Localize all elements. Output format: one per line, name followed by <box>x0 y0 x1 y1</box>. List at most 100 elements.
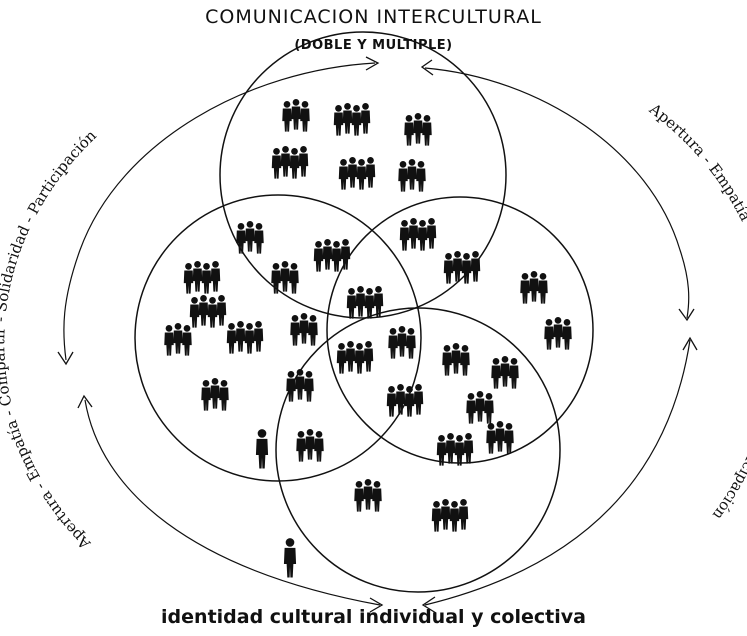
person-icon <box>280 145 291 177</box>
person-group <box>486 420 514 454</box>
person-icon <box>280 260 290 292</box>
person-icon <box>509 357 519 389</box>
person-icon <box>313 240 324 272</box>
person-icon <box>289 262 299 294</box>
person-icon <box>544 318 554 350</box>
person-icon <box>388 327 398 359</box>
person-icon <box>466 392 476 424</box>
bottom-label: identidad cultural individual y colectiv… <box>161 606 586 628</box>
outer-arc-bottom-left <box>84 399 381 606</box>
person-icon <box>207 296 218 328</box>
side-label-left: Apertura - Empatía - Compartir - Solidar… <box>0 126 100 553</box>
outer-arc-top-right <box>424 67 690 319</box>
arrowhead-bottom-left <box>369 597 384 613</box>
person-group <box>226 320 264 354</box>
person-icon <box>445 432 456 464</box>
person-icon <box>463 432 474 464</box>
person-icon <box>529 270 539 302</box>
person-icon <box>244 322 255 354</box>
outer-cycle <box>63 62 691 606</box>
person-icon <box>298 145 309 177</box>
person-group <box>282 98 310 132</box>
person-icon <box>491 357 501 389</box>
person-icon <box>271 147 282 179</box>
person-icon <box>399 219 410 251</box>
person-icon <box>201 262 212 294</box>
person-icon <box>562 318 572 350</box>
arrowheads <box>57 56 698 614</box>
person-icon <box>461 252 472 284</box>
person-group <box>398 158 426 192</box>
person-icon <box>520 272 530 304</box>
person-icon <box>345 340 356 372</box>
person-group <box>544 316 572 350</box>
person-icon <box>365 156 376 188</box>
person-icon <box>338 158 349 190</box>
person-icon <box>452 250 463 282</box>
person-icon <box>283 538 297 578</box>
person-icon <box>192 260 203 292</box>
person-icon <box>216 294 227 326</box>
person-icon <box>422 114 432 146</box>
person-icon <box>226 322 237 354</box>
person-group <box>189 294 227 328</box>
circle-top <box>219 31 507 319</box>
person-icon <box>449 500 460 532</box>
person-icon <box>413 383 424 415</box>
person-group <box>388 325 416 359</box>
person-group <box>354 478 382 512</box>
diagram-title: COMUNICACION INTERCULTURAL <box>205 6 542 28</box>
person-icon <box>295 368 305 400</box>
person-icon <box>286 370 296 402</box>
arrowhead-left-upper <box>77 394 93 409</box>
person-icon <box>314 430 324 462</box>
person-icon <box>500 355 510 387</box>
person-group <box>404 112 432 146</box>
person-group <box>436 432 474 466</box>
person-icon <box>305 428 315 460</box>
person-group <box>313 238 351 272</box>
person-icon <box>413 112 423 144</box>
person-icon <box>342 102 353 134</box>
person-icon <box>201 379 211 411</box>
person-icon <box>426 217 437 249</box>
person-icon <box>395 383 406 415</box>
person-icon <box>406 327 416 359</box>
person-icon <box>404 114 414 146</box>
person-icon <box>431 500 442 532</box>
person-icon <box>495 420 505 452</box>
person-group <box>296 428 324 462</box>
person-group <box>399 217 437 251</box>
person-icon <box>440 498 451 530</box>
person-icon <box>182 324 192 356</box>
person-icon <box>372 480 382 512</box>
person-icon <box>219 379 229 411</box>
person-icon <box>304 370 314 402</box>
person-icon <box>364 287 375 319</box>
arrowhead-left-lower <box>57 351 74 366</box>
person-group <box>271 260 299 294</box>
person-icon <box>475 390 485 422</box>
person-icon <box>300 100 310 132</box>
person-group <box>520 270 548 304</box>
person-icon <box>398 160 408 192</box>
person-icon <box>340 238 351 270</box>
arrowhead-bottom-right <box>421 596 437 614</box>
arrowhead-top-left <box>365 56 380 71</box>
person-icon <box>235 320 246 352</box>
person-icon <box>356 158 367 190</box>
person-icon <box>443 252 454 284</box>
person-group <box>346 285 384 319</box>
person-icon <box>289 147 300 179</box>
person-group <box>290 312 318 346</box>
person-icon <box>360 102 371 134</box>
person-group <box>201 377 229 411</box>
person-icon <box>347 156 358 188</box>
person-icon <box>354 480 364 512</box>
person-icon <box>454 434 465 466</box>
person-group <box>236 220 264 254</box>
circle-left <box>134 194 422 482</box>
person-icon <box>255 429 269 469</box>
